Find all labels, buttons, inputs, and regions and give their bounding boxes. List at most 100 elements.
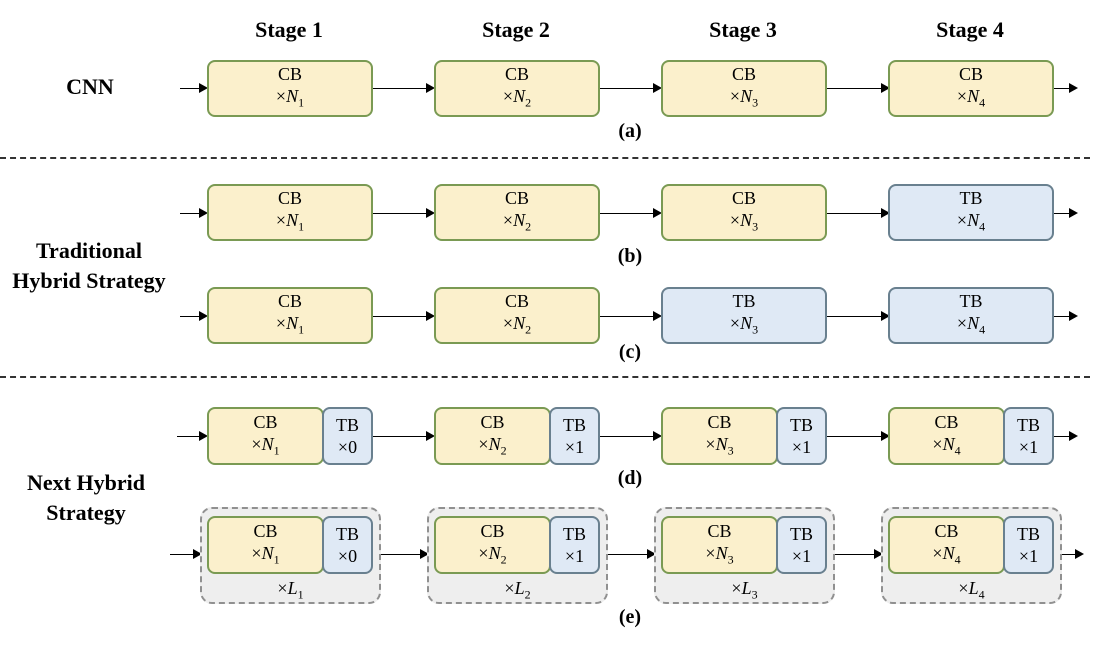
tb-name: TB bbox=[789, 524, 813, 544]
cb-name: CB bbox=[731, 64, 756, 85]
tb-count: ×1 bbox=[1018, 546, 1039, 566]
arrow-b-1 bbox=[373, 208, 435, 219]
row-c-stage4-tb: TB ×N4 bbox=[888, 287, 1054, 344]
caption-a: (a) bbox=[618, 120, 642, 142]
arrow-a-0 bbox=[180, 83, 208, 94]
caption-b: (b) bbox=[617, 245, 643, 267]
cb-name: CB bbox=[934, 520, 959, 541]
arrow-d-0 bbox=[177, 431, 208, 442]
cb-name: CB bbox=[504, 188, 529, 209]
row-e-stage4-cb: CB ×N4 bbox=[888, 516, 1005, 574]
tb-multiplier: ×N4 bbox=[956, 210, 986, 234]
row-e-stage4-repeat: ×L4 bbox=[958, 578, 985, 602]
arrow-e-0 bbox=[170, 549, 202, 560]
tb-name: TB bbox=[789, 415, 813, 435]
tb-name: TB bbox=[335, 524, 359, 544]
tb-count: ×1 bbox=[564, 546, 585, 566]
cb-name: CB bbox=[707, 520, 732, 541]
tb-name: TB bbox=[959, 188, 983, 209]
arrow-c-1 bbox=[373, 311, 435, 322]
tb-multiplier: ×N4 bbox=[956, 313, 986, 337]
cb-multiplier: ×N2 bbox=[478, 542, 507, 567]
arrow-a-1 bbox=[373, 83, 435, 94]
traditional-hybrid-label: Traditional Hybrid Strategy bbox=[0, 236, 178, 296]
row-c-stage3-tb: TB ×N3 bbox=[661, 287, 827, 344]
cb-multiplier: ×N3 bbox=[705, 433, 734, 458]
arrow-c-out bbox=[1054, 311, 1078, 322]
cb-name: CB bbox=[958, 64, 983, 85]
cb-multiplier: ×N2 bbox=[502, 313, 532, 337]
row-e-stage3-cb: CB ×N3 bbox=[661, 516, 778, 574]
tb-name: TB bbox=[562, 524, 586, 544]
arrow-d-3 bbox=[827, 431, 890, 442]
cb-multiplier: ×N2 bbox=[502, 86, 532, 110]
next-label-line2: Strategy bbox=[46, 500, 126, 525]
cb-multiplier: ×N4 bbox=[932, 542, 961, 567]
arrow-e-1 bbox=[381, 549, 429, 560]
cb-multiplier: ×N3 bbox=[705, 542, 734, 567]
cb-name: CB bbox=[480, 520, 505, 541]
cb-multiplier: ×N1 bbox=[251, 542, 280, 567]
cb-name: CB bbox=[504, 291, 529, 312]
row-d-stage3-cb: CB ×N3 bbox=[661, 407, 778, 465]
row-e-stage2-tb: TB ×1 bbox=[549, 516, 600, 574]
tb-name: TB bbox=[1016, 415, 1040, 435]
caption-d: (d) bbox=[617, 467, 643, 489]
cb-multiplier: ×N3 bbox=[729, 210, 759, 234]
cb-multiplier: ×N1 bbox=[275, 210, 305, 234]
cb-multiplier: ×N1 bbox=[275, 313, 305, 337]
arrow-c-2 bbox=[600, 311, 662, 322]
tb-name: TB bbox=[562, 415, 586, 435]
arrow-e-2 bbox=[608, 549, 656, 560]
tb-count: ×1 bbox=[564, 437, 585, 457]
row-b-stage4-tb: TB ×N4 bbox=[888, 184, 1054, 241]
row-c-stage2-cb: CB ×N2 bbox=[434, 287, 600, 344]
arrow-b-0 bbox=[180, 208, 208, 219]
cb-multiplier: ×N3 bbox=[729, 86, 759, 110]
tb-multiplier: ×N3 bbox=[729, 313, 759, 337]
tb-count: ×1 bbox=[791, 437, 812, 457]
row-c-stage1-cb: CB ×N1 bbox=[207, 287, 373, 344]
tb-count: ×1 bbox=[1018, 437, 1039, 457]
cb-multiplier: ×N4 bbox=[932, 433, 961, 458]
cb-multiplier: ×N2 bbox=[502, 210, 532, 234]
row-b-stage1-cb: CB ×N1 bbox=[207, 184, 373, 241]
caption-e: (e) bbox=[618, 606, 642, 628]
tb-name: TB bbox=[335, 415, 359, 435]
row-d-stage1-tb: TB ×0 bbox=[322, 407, 373, 465]
stage-2-header: Stage 2 bbox=[482, 17, 550, 42]
tb-name: TB bbox=[959, 291, 983, 312]
cb-multiplier: ×N1 bbox=[251, 433, 280, 458]
arrow-a-2 bbox=[600, 83, 662, 94]
next-label-line1: Next Hybrid bbox=[27, 470, 145, 495]
row-e-stage4-tb: TB ×1 bbox=[1003, 516, 1054, 574]
cb-name: CB bbox=[277, 64, 302, 85]
stage-3-header: Stage 3 bbox=[709, 17, 777, 42]
divider-top bbox=[0, 157, 1090, 159]
arrow-c-3 bbox=[827, 311, 890, 322]
tb-name: TB bbox=[732, 291, 756, 312]
tb-count: ×1 bbox=[791, 546, 812, 566]
cb-multiplier: ×N2 bbox=[478, 433, 507, 458]
cb-name: CB bbox=[277, 291, 302, 312]
row-a-stage3-cb: CB ×N3 bbox=[661, 60, 827, 117]
cb-multiplier: ×N1 bbox=[275, 86, 305, 110]
stage-1-header: Stage 1 bbox=[255, 17, 323, 42]
row-d-stage2-cb: CB ×N2 bbox=[434, 407, 551, 465]
row-e-stage1-repeat: ×L1 bbox=[277, 578, 304, 602]
row-e-stage3-repeat: ×L3 bbox=[731, 578, 758, 602]
row-a-stage4-cb: CB ×N4 bbox=[888, 60, 1054, 117]
caption-c: (c) bbox=[618, 341, 642, 363]
next-hybrid-label: Next Hybrid Strategy bbox=[0, 468, 172, 528]
arrow-b-out bbox=[1054, 208, 1078, 219]
cb-name: CB bbox=[253, 411, 278, 432]
row-e-stage2-cb: CB ×N2 bbox=[434, 516, 551, 574]
row-d-stage3-tb: TB ×1 bbox=[776, 407, 827, 465]
row-e-stage3-tb: TB ×1 bbox=[776, 516, 827, 574]
cb-name: CB bbox=[277, 188, 302, 209]
cb-name: CB bbox=[731, 188, 756, 209]
cb-name: CB bbox=[934, 411, 959, 432]
arrow-e-3 bbox=[835, 549, 883, 560]
cb-name: CB bbox=[707, 411, 732, 432]
stage-4-header: Stage 4 bbox=[936, 17, 1004, 42]
